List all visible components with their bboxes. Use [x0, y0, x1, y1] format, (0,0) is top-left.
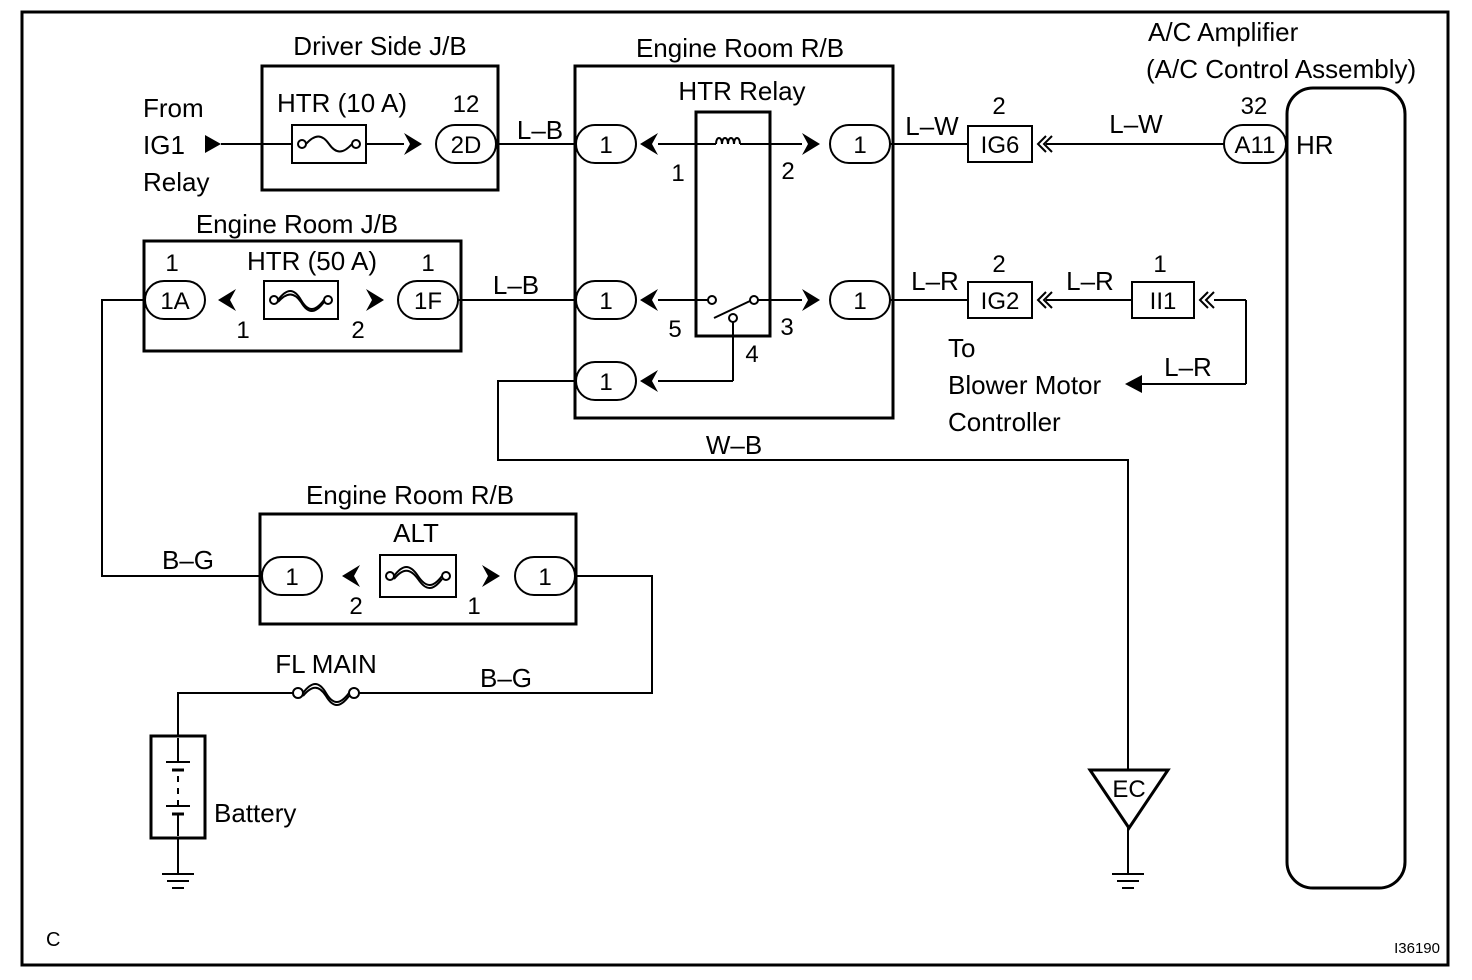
blower-line2: Blower Motor [948, 370, 1101, 400]
source-line2: IG1 [143, 130, 185, 160]
c1a-label: 1A [160, 288, 189, 315]
alt-pin-in: 1 [467, 593, 480, 620]
arrow-left-icon [1125, 375, 1142, 393]
relay-pin-2: 2 [781, 158, 794, 185]
wire-lw-right: L–W [1109, 109, 1163, 139]
engine-rb-top: Engine Room R/B HTR Relay [573, 33, 895, 420]
relay-pin-3: 3 [780, 314, 793, 341]
ig6-pin: 2 [992, 93, 1005, 120]
wires [101, 143, 1247, 874]
c2d-pin: 12 [453, 91, 480, 118]
ground-icon [1112, 873, 1144, 889]
rb-conn-right-top: 1 [853, 132, 866, 159]
wire-lr-mid: L–R [1066, 266, 1114, 296]
ground-triangle-icon [1087, 768, 1171, 831]
driver-jb-title: Driver Side J/B [293, 31, 466, 61]
htr-relay [694, 110, 772, 338]
ig2-connector: 2 IG2 [967, 251, 1053, 319]
ig2-label: IG2 [981, 288, 1020, 315]
c1f-label: 1F [414, 288, 442, 315]
alt-pin-out: 2 [349, 593, 362, 620]
fl-main-label: FL MAIN [275, 649, 377, 679]
battery: Battery [149, 734, 296, 840]
rb-conn-left-bottom: 1 [599, 369, 612, 396]
htr50-fuse-label: HTR (50 A) [247, 246, 377, 276]
corner-letter: C [46, 929, 60, 951]
engine-rb-bottom: Engine Room R/B 1 ALT 1 2 1 [258, 480, 578, 626]
amplifier-terminal-hr: HR [1296, 130, 1334, 160]
c1a-pin: 1 [165, 250, 178, 277]
wire-bg-left: B–G [162, 545, 214, 575]
htr-relay-title: HTR Relay [678, 76, 805, 106]
relay-pin-5: 5 [668, 316, 681, 343]
relay-pin-4: 4 [745, 341, 758, 368]
rb-conn-right-mid: 1 [853, 288, 866, 315]
wire-lb-top: L–B [517, 115, 563, 145]
rb-conn-left-top: 1 [599, 132, 612, 159]
alt-conn-left: 1 [285, 564, 298, 591]
ii1-pin: 1 [1153, 251, 1166, 278]
ig6-connector: 2 IG6 [967, 93, 1053, 163]
relay-pin-1: 1 [671, 160, 684, 187]
htr50-pin-out: 2 [351, 317, 364, 344]
wire-lr-left: L–R [911, 266, 959, 296]
wire-lb-mid: L–B [493, 270, 539, 300]
c1f-pin: 1 [421, 250, 434, 277]
a11-pin: 32 [1241, 93, 1268, 120]
battery-icon [149, 734, 207, 840]
wire-lr-blower: L–R [1164, 352, 1212, 382]
a11-label: A11 [1235, 132, 1276, 159]
htr10-fuse-label: HTR (10 A) [277, 88, 407, 118]
source-line3: Relay [143, 167, 209, 197]
alt-conn-right: 1 [538, 564, 551, 591]
engine-jb-title: Engine Room J/B [196, 209, 398, 239]
htr50-pin-in: 1 [236, 317, 249, 344]
ig1-relay-source: From IG1 Relay [143, 93, 221, 197]
driver-side-jb: Driver Side J/B HTR (10 A) 12 2D [260, 31, 500, 192]
blower-line3: Controller [948, 407, 1061, 437]
engine-rb-bottom-title: Engine Room R/B [306, 480, 514, 510]
blower-controller-ref: To Blower Motor Controller [948, 333, 1142, 437]
ground-icon [162, 873, 194, 889]
ac-amplifier: A/C Amplifier (A/C Control Assembly) 32 … [1146, 17, 1416, 890]
alt-fuse-label: ALT [393, 518, 439, 548]
ground-ec-label: EC [1112, 776, 1145, 803]
ig2-pin: 2 [992, 251, 1005, 278]
ii1-connector: 1 II1 [1131, 251, 1215, 319]
c2d-label: 2D [451, 132, 482, 159]
figure-code: I36190 [1394, 940, 1440, 957]
battery-label: Battery [214, 798, 296, 828]
ground-point-ec: EC [1087, 768, 1171, 831]
blower-line1: To [948, 333, 975, 363]
ig6-label: IG6 [981, 132, 1020, 159]
engine-room-jb: Engine Room J/B 1 1A HTR (50 A) 1 1F 1 2 [142, 209, 463, 353]
wire-wb: W–B [706, 430, 762, 460]
source-line1: From [143, 93, 204, 123]
fl-main-fuse: FL MAIN [275, 649, 377, 706]
rb-top-connectors: 1 1 1 1 1 1 2 5 3 4 [575, 124, 891, 401]
amplifier-title-line1: A/C Amplifier [1148, 17, 1299, 47]
rb-conn-left-mid: 1 [599, 288, 612, 315]
relay-coil-icon [715, 137, 741, 145]
wire-bg-bottom: B–G [480, 663, 532, 693]
wire-lw-left: L–W [905, 111, 959, 141]
wire-labels: L–B L–W L–W L–B L–R L–R L–R W–B B–G B–G [162, 109, 1212, 693]
engine-rb-top-title: Engine Room R/B [636, 33, 844, 63]
diagram-frame [20, 10, 1450, 967]
amplifier-title-line2: (A/C Control Assembly) [1146, 54, 1416, 84]
ii1-label: II1 [1150, 288, 1177, 315]
